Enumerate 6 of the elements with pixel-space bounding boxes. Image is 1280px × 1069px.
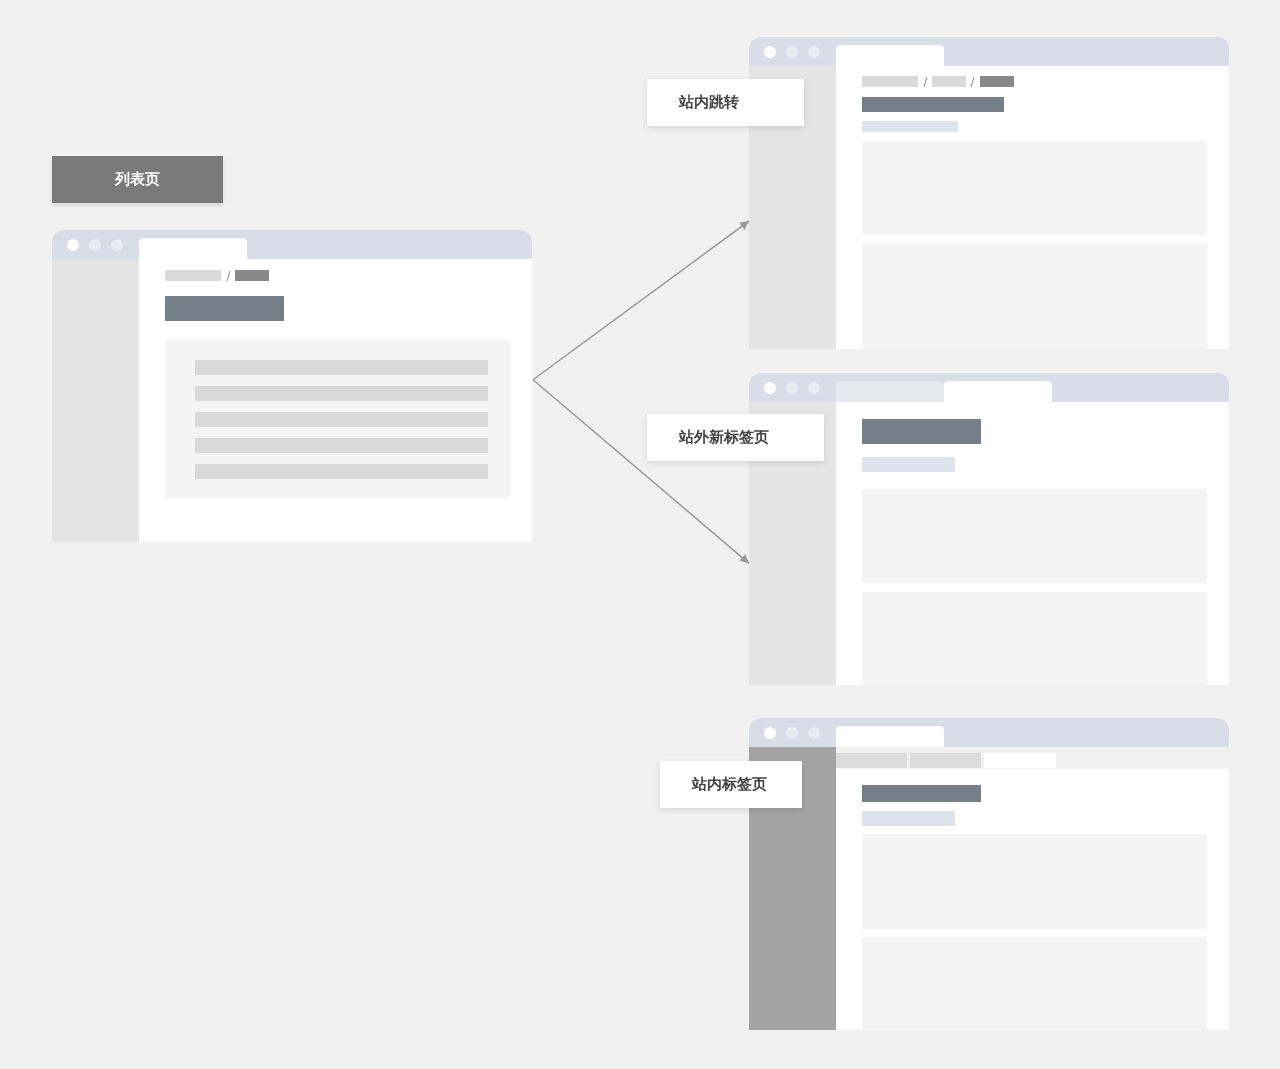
arrow: [532, 379, 750, 565]
label-box: 站内标签页: [660, 761, 802, 808]
label-box: 站外新标签页: [647, 414, 824, 461]
label-box: 列表页: [52, 156, 223, 203]
arrow: [532, 220, 750, 381]
label-box: 站内跳转: [647, 79, 804, 126]
